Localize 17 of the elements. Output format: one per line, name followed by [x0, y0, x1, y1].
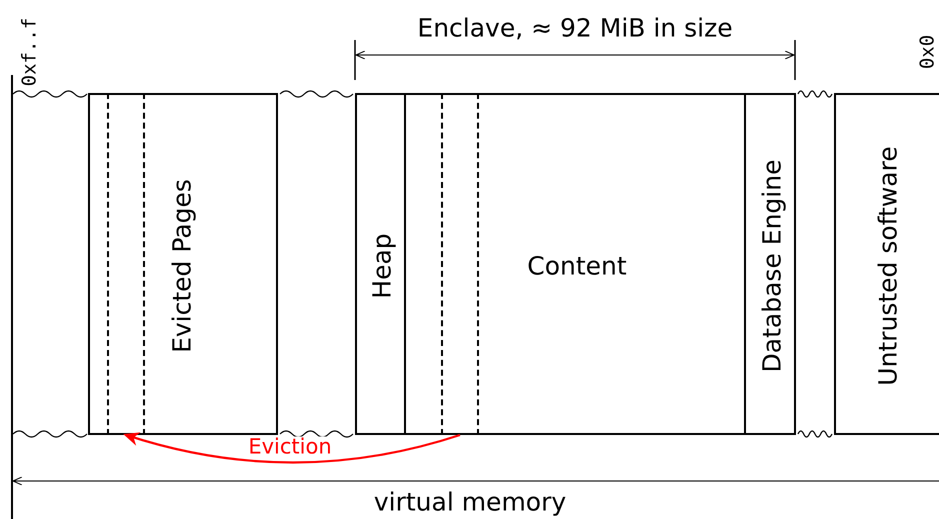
address-label: 0x0	[918, 34, 938, 70]
region-label: Evicted Pages	[170, 179, 194, 353]
memory-region	[834, 93, 939, 435]
dimension-label: Enclave, ≈ 92 MiB in size	[417, 16, 733, 40]
page-slot	[441, 93, 479, 435]
page-slot	[107, 93, 145, 435]
region-label: Database Engine	[760, 160, 784, 372]
region-label: Heap	[370, 233, 394, 299]
address-label: 0xf..f	[20, 18, 40, 86]
region-label: Content	[527, 254, 627, 278]
dimension-label: virtual memory	[374, 490, 566, 514]
arrow	[123, 432, 460, 464]
memory-region	[404, 93, 746, 435]
region-label: Untrusted software	[876, 146, 900, 386]
memory-region	[88, 93, 278, 435]
memory-region	[744, 93, 796, 435]
memory-region	[355, 93, 406, 435]
